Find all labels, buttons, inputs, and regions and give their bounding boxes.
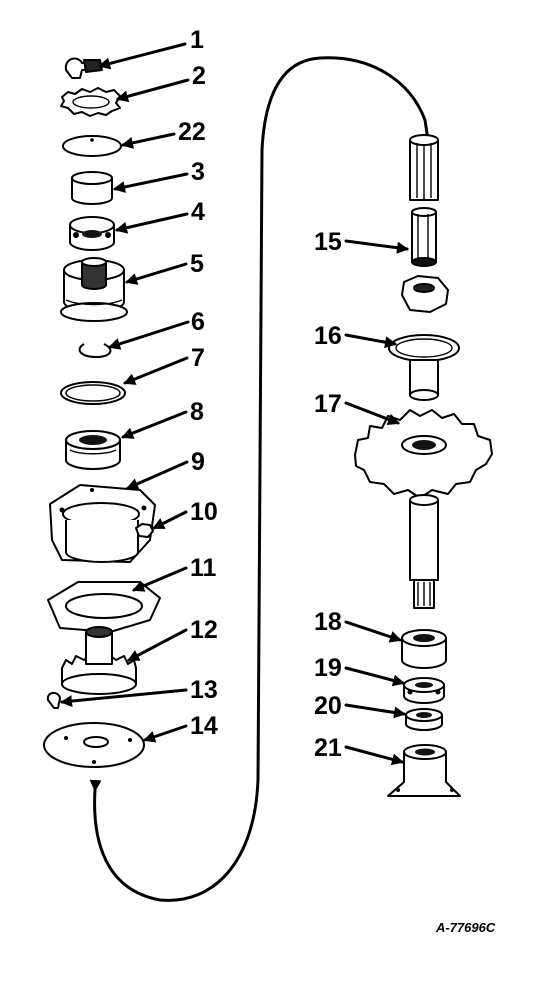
seal-disc-icon bbox=[62, 135, 122, 157]
bearing-icon bbox=[65, 430, 121, 470]
pinion-gear-icon bbox=[61, 626, 137, 695]
callout-2: 2 bbox=[192, 62, 206, 90]
callout-15: 15 bbox=[314, 228, 342, 256]
splined-shaft-icon bbox=[409, 134, 439, 267]
reference-code: A-77696C bbox=[435, 920, 496, 935]
callout-5: 5 bbox=[190, 250, 204, 278]
callout-20: 20 bbox=[314, 692, 342, 720]
callout-4: 4 bbox=[191, 198, 205, 226]
retaining-ring-icon bbox=[60, 381, 126, 405]
bearing-icon bbox=[405, 708, 443, 731]
pin-clip-icon bbox=[64, 57, 103, 79]
bearing-cup-icon bbox=[401, 629, 447, 669]
callout-7: 7 bbox=[191, 344, 205, 372]
cover-plate-icon bbox=[43, 722, 145, 768]
bushing-icon bbox=[71, 171, 113, 205]
callout-19: 19 bbox=[314, 654, 342, 682]
bearing-icon bbox=[403, 677, 445, 704]
snap-ring-icon bbox=[78, 343, 112, 358]
callout-11: 11 bbox=[190, 554, 217, 582]
housing-icon bbox=[49, 484, 156, 563]
assembly-connector-line bbox=[89, 56, 430, 902]
lock-washer-icon bbox=[60, 87, 121, 117]
callout-12: 12 bbox=[190, 616, 218, 644]
callout-22: 22 bbox=[178, 118, 206, 146]
callout-10: 10 bbox=[190, 498, 218, 526]
callout-18: 18 bbox=[314, 608, 342, 636]
callout-3: 3 bbox=[191, 158, 205, 186]
nut-icon bbox=[135, 523, 154, 538]
callout-6: 6 bbox=[191, 308, 205, 336]
callout-14: 14 bbox=[190, 712, 218, 740]
bevel-gear-icon bbox=[354, 409, 493, 609]
callout-17: 17 bbox=[314, 390, 342, 418]
callout-8: 8 bbox=[190, 398, 204, 426]
callout-21: 21 bbox=[314, 734, 342, 762]
leader-arrows bbox=[60, 42, 409, 766]
gasket-icon bbox=[47, 581, 161, 633]
drive-hub-icon bbox=[60, 257, 128, 322]
bearing-housing-icon bbox=[387, 744, 461, 797]
seal-ring-icon bbox=[388, 275, 460, 401]
callout-1: 1 bbox=[190, 26, 204, 54]
bearing-icon bbox=[69, 216, 115, 251]
callout-9: 9 bbox=[191, 448, 205, 476]
callout-16: 16 bbox=[314, 322, 342, 350]
cotter-pin-icon bbox=[46, 692, 61, 709]
callout-13: 13 bbox=[190, 676, 218, 704]
